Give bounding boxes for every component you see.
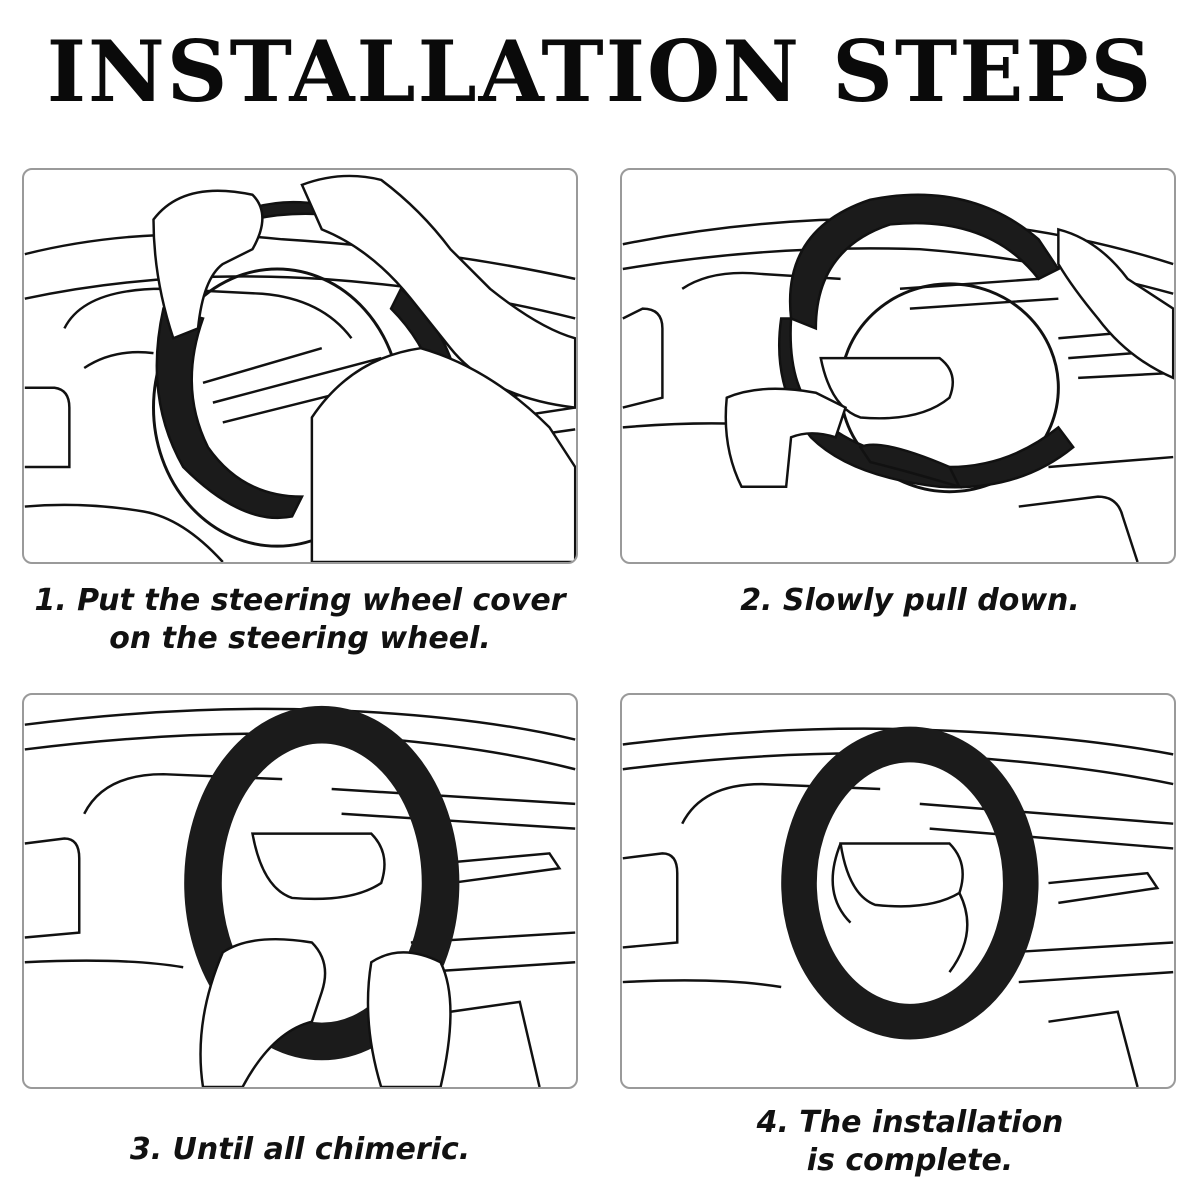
- page-title: INSTALLATION STEPS: [46, 22, 1154, 121]
- step-1-caption: 1. Put the steering wheel cover on the s…: [0, 582, 600, 658]
- step-2-caption: 2. Slowly pull down.: [610, 582, 1200, 620]
- step-4-caption: 4. The installation is complete.: [610, 1104, 1200, 1180]
- step-4-caption-line-2: is complete.: [806, 1143, 1014, 1178]
- step-1-caption-line-1: 1. Put the steering wheel cover: [34, 583, 566, 618]
- step-4-illustration: [620, 693, 1176, 1089]
- step-4-caption-line-1: 4. The installation: [756, 1105, 1064, 1140]
- step-3-caption: 3. Until all chimeric.: [0, 1131, 600, 1169]
- step-2-illustration: [620, 168, 1176, 564]
- step-1-illustration: [22, 168, 578, 564]
- step-1-caption-line-2: on the steering wheel.: [109, 621, 491, 656]
- step-3-caption-line-1: 3. Until all chimeric.: [129, 1132, 471, 1167]
- step-3-illustration: [22, 693, 578, 1089]
- step-2-caption-line-1: 2. Slowly pull down.: [740, 583, 1080, 618]
